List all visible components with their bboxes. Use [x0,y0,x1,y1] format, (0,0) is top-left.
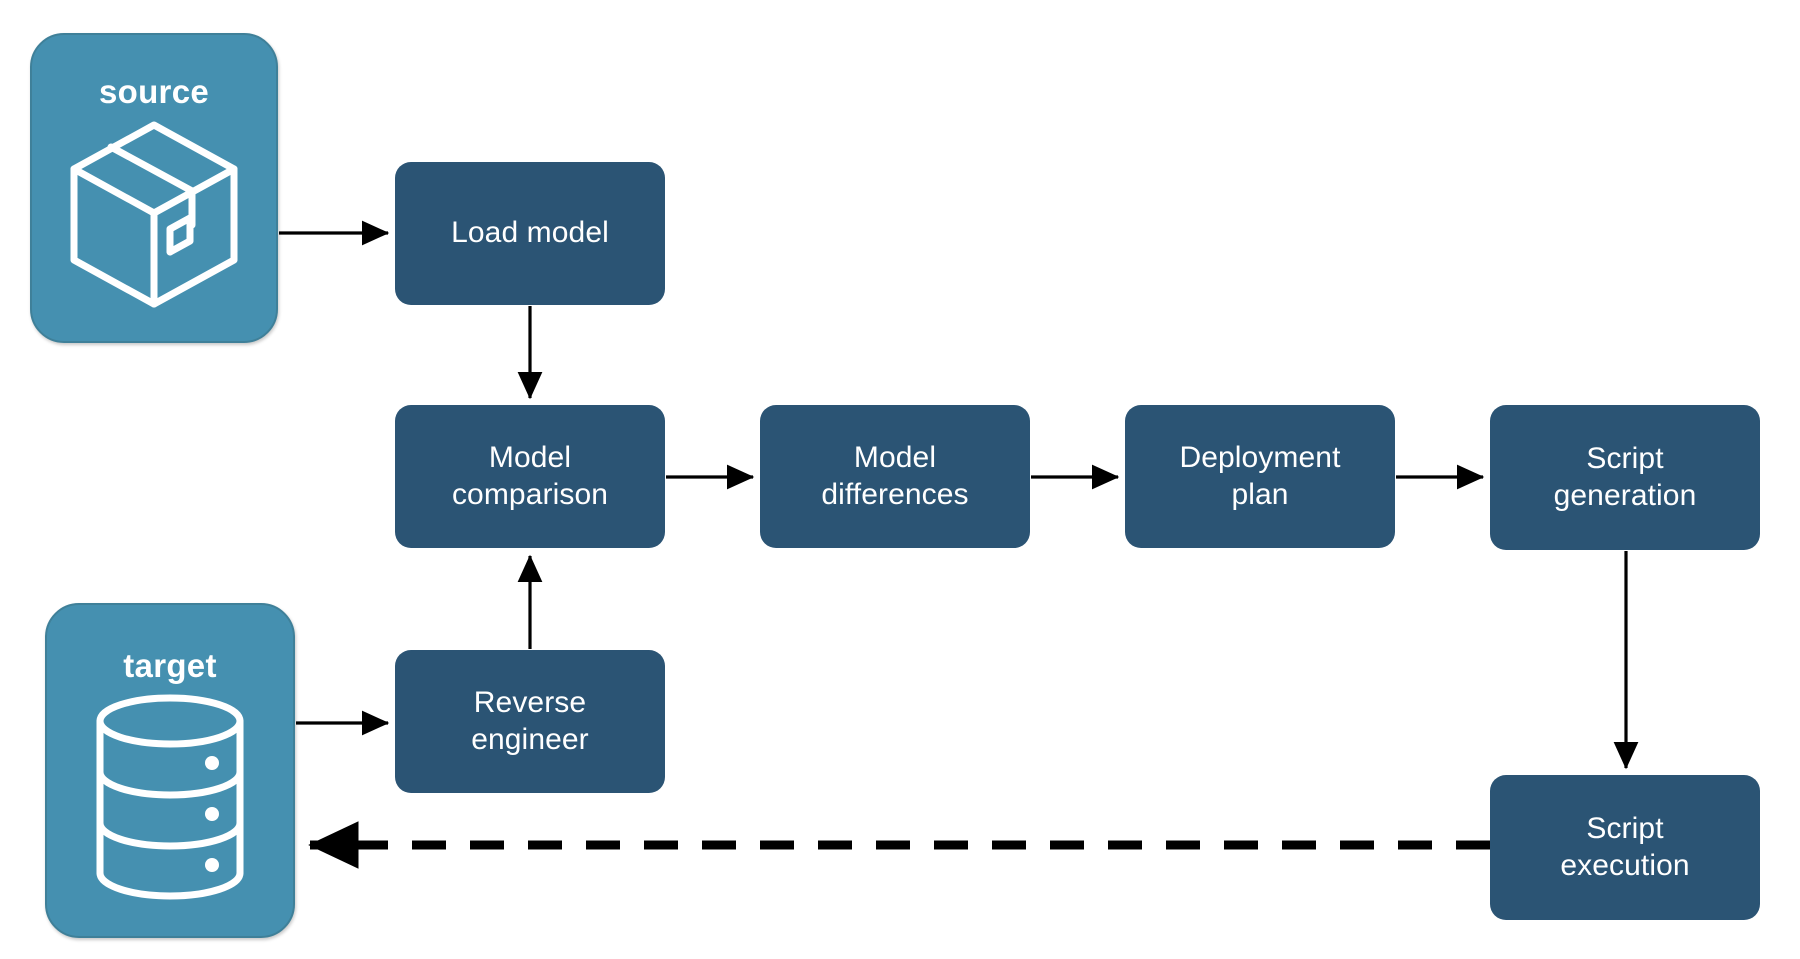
process-label-line: comparison [451,477,609,511]
process-label-line: plan [1231,477,1289,511]
store-node-source[interactable]: source [30,33,278,343]
process-label-line: Deployment [1179,440,1341,474]
process-label-line: Script [1586,441,1664,475]
process-node-model-comparison[interactable]: Model comparison [395,405,665,548]
store-label-target: target [123,647,217,684]
process-node-model-differences[interactable]: Model differences [760,405,1030,548]
process-label-line: generation [1553,478,1697,512]
process-node-load-model[interactable]: Load model [395,162,665,305]
process-label-line: execution [1560,848,1690,882]
store-node-target[interactable]: target [45,603,295,938]
process-label-line: Reverse [473,685,587,719]
process-label-line: differences [821,477,969,511]
store-label-source: source [98,73,210,110]
process-node-script-generation[interactable]: Script generation [1490,405,1760,550]
process-label-line: Load model [451,216,609,250]
package-box-icon [64,117,244,317]
database-cylinder-icon [90,691,250,908]
process-label-line: Script [1586,811,1664,845]
process-node-deployment-plan[interactable]: Deployment plan [1125,405,1395,548]
process-label-line: Model [853,440,937,474]
process-node-script-execution[interactable]: Script execution [1490,775,1760,920]
process-label-line: Model [488,440,572,474]
process-node-reverse-engineer[interactable]: Reverse engineer [395,650,665,793]
process-label-line: engineer [471,722,589,756]
